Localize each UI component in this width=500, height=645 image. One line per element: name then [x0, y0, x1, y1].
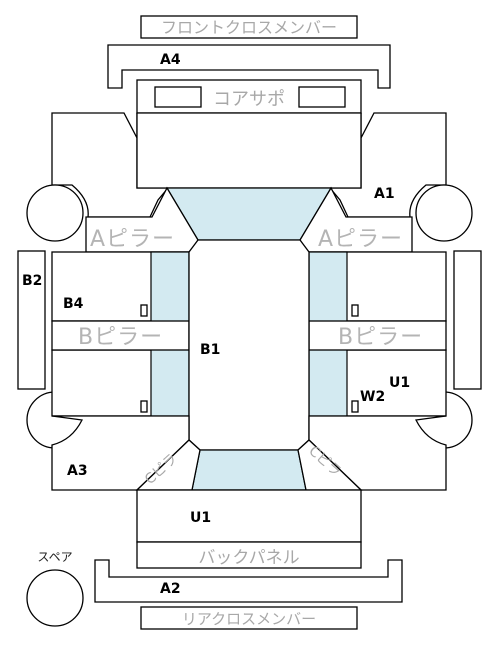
rear-bumper[interactable] — [94, 559, 403, 603]
b-pillar-left[interactable]: Bピラー — [51, 320, 190, 351]
core-support[interactable]: コアサポ — [136, 79, 362, 114]
rear-cross-member-label: リアクロスメンバー — [182, 610, 316, 628]
a-pillar-right-label: Aピラー — [318, 227, 403, 252]
left-side-mirror[interactable] — [17, 250, 46, 390]
front-right-fender[interactable] — [328, 112, 447, 218]
code-w2: W2 — [360, 389, 385, 405]
code-a4: A4 — [160, 52, 181, 68]
spare-tire[interactable] — [26, 569, 84, 627]
code-b1: B1 — [200, 342, 220, 358]
code-b4: B4 — [63, 296, 84, 312]
rear-cross-member[interactable]: リアクロスメンバー — [140, 606, 358, 630]
code-u1-right: U1 — [389, 375, 410, 391]
spare-label: スペア — [37, 550, 72, 564]
core-support-label: コアサポ — [213, 89, 285, 110]
front-cross-member-label: フロントクロスメンバー — [161, 18, 337, 37]
code-a2: A2 — [160, 581, 181, 597]
code-a3: A3 — [67, 463, 88, 479]
b-pillar-left-label: Bピラー — [78, 325, 163, 350]
front-left-wheel[interactable] — [26, 184, 84, 242]
front-left-fender[interactable] — [51, 112, 170, 218]
a-pillar-left-label: Aピラー — [90, 227, 175, 252]
back-panel[interactable]: バックパネル — [136, 541, 362, 569]
b-pillar-right[interactable]: Bピラー — [308, 320, 447, 351]
code-u1-bottom: U1 — [190, 510, 211, 526]
hood-panel[interactable] — [136, 112, 362, 189]
c-pillar-right[interactable]: Cピラ — [297, 439, 363, 491]
right-side-mirror[interactable] — [453, 250, 482, 390]
c-pillar-left[interactable]: Cピラ — [135, 439, 201, 491]
front-bumper-bracket[interactable] — [107, 44, 391, 89]
trunk-lid[interactable] — [136, 489, 362, 543]
code-a1: A1 — [374, 186, 395, 202]
front-cross-member[interactable]: フロントクロスメンバー — [140, 15, 358, 39]
b-pillar-right-label: Bピラー — [338, 325, 423, 350]
back-panel-label: バックパネル — [198, 548, 299, 568]
a-pillar-left[interactable]: Aピラー — [85, 186, 199, 253]
code-b2: B2 — [22, 273, 42, 289]
front-right-wheel[interactable] — [415, 184, 473, 242]
rear-window[interactable] — [191, 449, 307, 491]
a-pillar-right[interactable]: Aピラー — [299, 186, 413, 253]
